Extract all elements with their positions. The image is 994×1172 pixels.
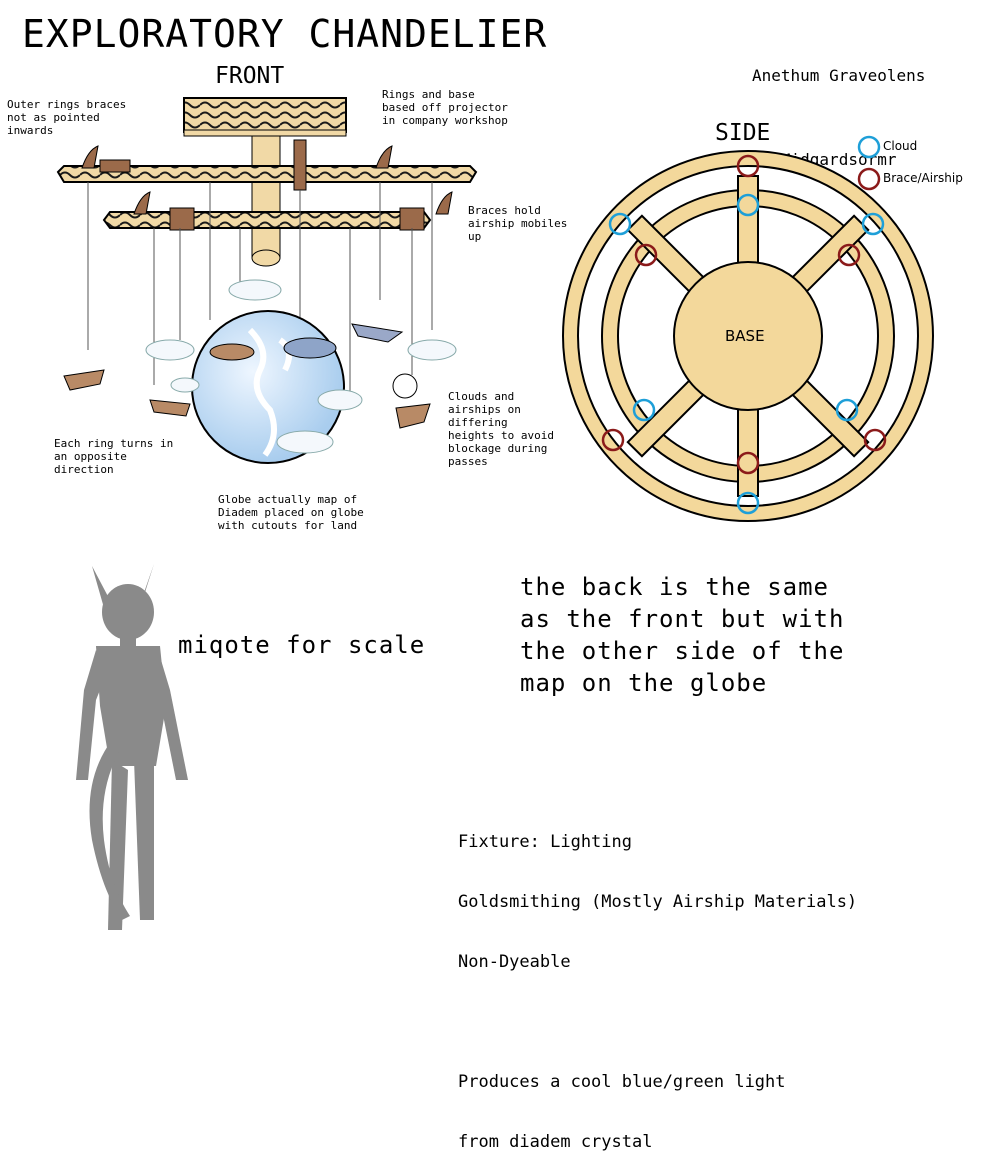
cloud-marker bbox=[861, 212, 885, 236]
cloud bbox=[170, 377, 200, 393]
miqote-body bbox=[96, 646, 166, 766]
brace-marker bbox=[736, 451, 760, 475]
side-rings bbox=[562, 150, 934, 522]
miqote-arm bbox=[76, 650, 108, 780]
cloud bbox=[228, 279, 282, 301]
brace-marker bbox=[736, 154, 760, 178]
note-outer-braces: Outer rings braces not as pointed inward… bbox=[7, 98, 127, 137]
side-view-diagram bbox=[562, 135, 934, 522]
author-name: Anethum Graveolens bbox=[752, 66, 926, 85]
miqote-head bbox=[102, 584, 154, 640]
brace bbox=[133, 191, 151, 215]
center-column bbox=[251, 135, 281, 259]
cloud-marker bbox=[736, 193, 760, 217]
spec-spacer bbox=[458, 1012, 857, 1032]
miqote-neck bbox=[120, 636, 136, 646]
brace-marker bbox=[863, 428, 887, 452]
miqote-arm bbox=[158, 650, 188, 780]
brace-marker bbox=[837, 243, 861, 267]
miqote-silhouette bbox=[76, 564, 188, 930]
cloud bbox=[317, 389, 363, 411]
legend-cloud-label: Cloud bbox=[883, 139, 918, 153]
clouds bbox=[145, 279, 457, 454]
legend-brace-label: Brace/Airship bbox=[883, 171, 963, 185]
airship bbox=[209, 343, 255, 361]
note-clouds-airships: Clouds and airships on differing heights… bbox=[448, 390, 554, 468]
brace bbox=[435, 191, 453, 215]
base-label: BASE bbox=[725, 327, 765, 345]
miqote-tail bbox=[89, 740, 130, 920]
note-ring-turns: Each ring turns in an opposite direction bbox=[54, 437, 174, 476]
top-base bbox=[183, 97, 347, 133]
author-block: Anethum Graveolens Midgardsormr bbox=[752, 6, 925, 202]
airship bbox=[149, 399, 191, 417]
cloud-marker bbox=[608, 212, 632, 236]
spec-fixture: Fixture: Lighting bbox=[458, 832, 632, 852]
note-globe: Globe actually map of Diadem placed on g… bbox=[218, 493, 364, 532]
front-view-drawing bbox=[56, 97, 478, 464]
side-view-label: SIDE bbox=[715, 120, 771, 146]
back-note: the back is the same as the front but wi… bbox=[520, 573, 845, 697]
column-tip bbox=[251, 249, 281, 267]
cloud bbox=[276, 430, 334, 454]
front-view-label: FRONT bbox=[215, 63, 285, 89]
miqote-figure bbox=[76, 564, 188, 930]
brace bbox=[81, 145, 99, 169]
page-title: EXPLORATORY CHANDELIER bbox=[22, 12, 548, 56]
specs-block: Fixture: Lighting Goldsmithing (Mostly A… bbox=[458, 792, 857, 1172]
note-rings-base: Rings and base based off projector in co… bbox=[382, 88, 508, 127]
scale-note: miqote for scale bbox=[178, 631, 426, 659]
brace-marker bbox=[634, 243, 658, 267]
spec-craft: Goldsmithing (Mostly Airship Materials) bbox=[458, 892, 858, 912]
spec-light: Produces a cool blue/green light bbox=[458, 1072, 786, 1092]
outer-ring-bar bbox=[56, 165, 478, 183]
legend-cloud-symbol bbox=[857, 135, 881, 159]
brace bbox=[99, 159, 131, 173]
airship-balloon bbox=[392, 373, 418, 399]
miqote-leg bbox=[134, 760, 154, 920]
airship bbox=[283, 337, 337, 359]
brace bbox=[375, 145, 393, 169]
cloud-marker bbox=[736, 491, 760, 515]
cloud-marker bbox=[632, 398, 656, 422]
base-disc bbox=[673, 261, 823, 411]
brace-marker bbox=[601, 428, 625, 452]
brace bbox=[169, 207, 195, 231]
airship bbox=[63, 369, 105, 391]
note-braces-hold: Braces hold airship mobiles up bbox=[468, 204, 568, 243]
airship bbox=[351, 323, 404, 343]
cloud bbox=[145, 339, 195, 361]
legend-brace-symbol bbox=[857, 167, 881, 191]
airship bbox=[395, 403, 431, 429]
cloud bbox=[407, 339, 457, 361]
spec-light-source: from diadem crystal bbox=[458, 1132, 653, 1152]
airships bbox=[63, 323, 431, 429]
cloud-marker bbox=[835, 398, 859, 422]
markers bbox=[601, 154, 887, 515]
spec-dye: Non-Dyeable bbox=[458, 952, 571, 972]
